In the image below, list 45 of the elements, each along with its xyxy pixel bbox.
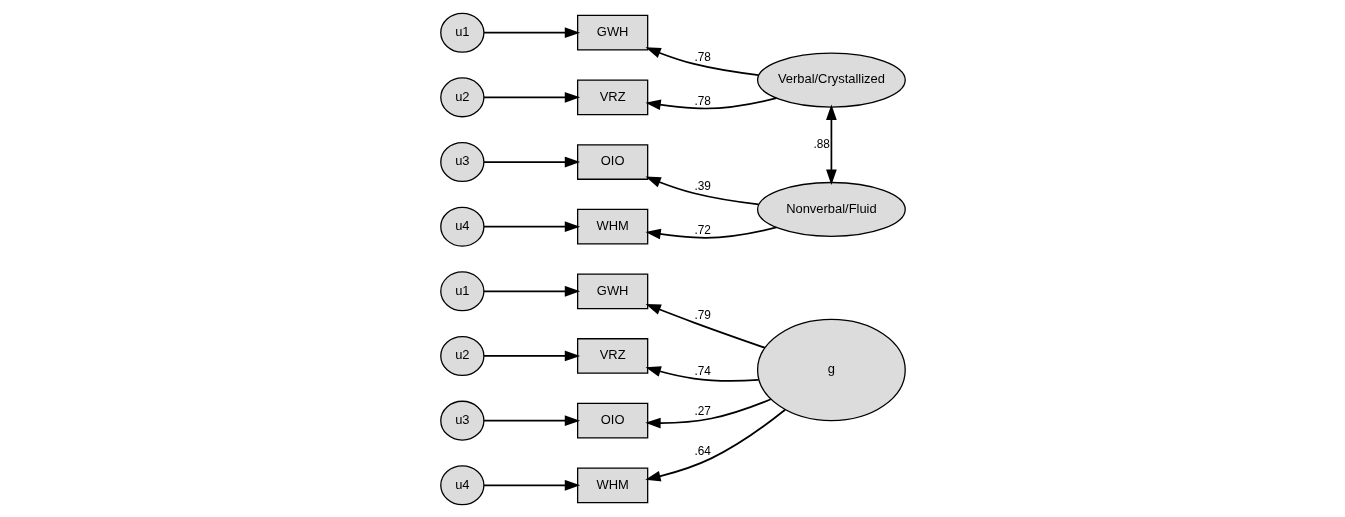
arrow: [645, 365, 760, 382]
arrow: [644, 176, 759, 205]
edge-label: .27: [693, 403, 711, 418]
arrow: [482, 220, 580, 232]
node-ellipse: u1: [439, 12, 485, 53]
node-ellipse: Verbal/Crystallized: [756, 52, 906, 108]
arrow: [644, 226, 777, 239]
node-ellipse: u3: [439, 141, 485, 182]
arrow: [482, 156, 580, 167]
edge-label: .72: [693, 222, 711, 237]
node-ellipse: u3: [439, 400, 485, 441]
arrow: [482, 91, 580, 103]
node-ellipse: u1: [439, 270, 485, 311]
node-box: VRZ: [576, 78, 648, 115]
arrow: [482, 285, 580, 297]
node-ellipse: u4: [439, 464, 485, 505]
node-box: WHM: [576, 466, 648, 503]
node-ellipse: g: [756, 318, 906, 421]
node-ellipse: u2: [439, 335, 485, 376]
edge-label: .79: [693, 307, 711, 322]
node-box: OIO: [576, 143, 648, 180]
arrow: [644, 96, 777, 110]
edge-label: .74: [693, 363, 711, 378]
node-ellipse: u4: [439, 206, 485, 247]
arrow: [482, 350, 580, 361]
arrow: [644, 408, 786, 481]
arrow: [482, 479, 580, 491]
arrow: [482, 414, 580, 426]
arrow: [482, 26, 580, 38]
node-box: OIO: [576, 402, 648, 439]
edge-label: .39: [693, 178, 711, 193]
edge-label: .78: [693, 93, 711, 108]
node-box: WHM: [576, 208, 648, 245]
node-ellipse: Nonverbal/Fluid: [756, 181, 906, 237]
edge-label: .78: [693, 49, 711, 64]
node-box: GWH: [576, 272, 648, 309]
node-ellipse: u2: [439, 76, 485, 117]
arrow: [645, 303, 766, 349]
arrow: [644, 46, 759, 76]
edge-label: .88: [812, 136, 830, 151]
arrow: [644, 397, 772, 428]
arrow: [825, 104, 837, 185]
edge-label: .64: [693, 443, 711, 458]
node-box: VRZ: [576, 337, 648, 374]
node-box: GWH: [576, 14, 648, 51]
